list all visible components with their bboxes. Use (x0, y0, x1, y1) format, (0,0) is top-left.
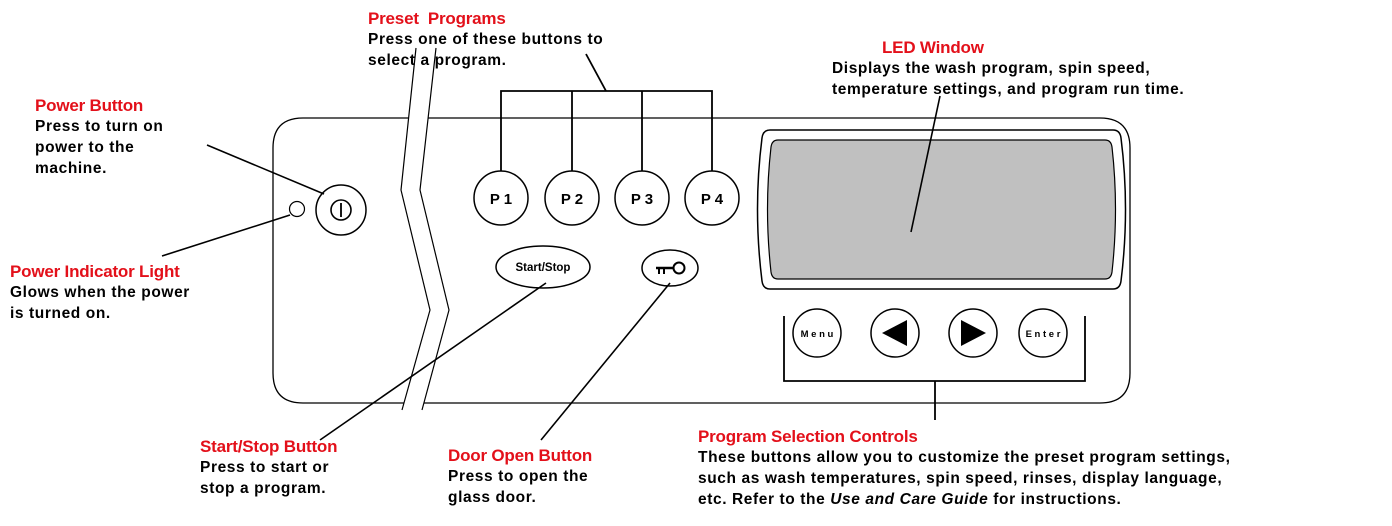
start-stop-label: Start/Stop (516, 262, 571, 274)
preset-programs-callout: Preset Programs Press one of these butto… (368, 8, 603, 71)
program-selection-line-3-post: for instructions. (988, 491, 1122, 508)
program-selection-line-3: etc. Refer to the Use and Care Guide for… (698, 489, 1231, 510)
start-stop-callout: Start/Stop Button Press to start or stop… (200, 436, 338, 499)
leader-door-open (540, 282, 671, 441)
use-and-care-guide-ref: Use and Care Guide (830, 491, 989, 508)
preset-programs-title: Preset Programs (368, 9, 506, 28)
led-window-line-1: Displays the wash program, spin speed, (832, 60, 1151, 77)
preset-programs-line-2: select a program. (368, 52, 507, 69)
preset-button-p1[interactable]: P 1 (473, 170, 529, 226)
led-window-title: LED Window (882, 38, 984, 57)
program-selection-bracket (783, 316, 1086, 420)
leader-power-light (161, 214, 291, 257)
power-button-line-2: power to the (35, 139, 135, 156)
power-light-callout: Power Indicator Light Glows when the pow… (10, 261, 190, 324)
right-arrow-button[interactable] (948, 308, 998, 358)
door-open-button[interactable] (641, 249, 699, 287)
door-open-line-2: glass door. (448, 489, 537, 506)
right-arrow-icon (961, 320, 986, 346)
program-selection-line-3-pre: etc. Refer to the (698, 491, 831, 508)
door-open-line-1: Press to open the (448, 468, 589, 485)
left-arrow-button[interactable] (870, 308, 920, 358)
power-button-callout: Power Button Press to turn on power to t… (35, 95, 163, 179)
leader-start-stop (319, 282, 547, 441)
door-open-callout: Door Open Button Press to open the glass… (448, 445, 592, 508)
led-window-line-2: temperature settings, and program run ti… (832, 81, 1185, 98)
power-button-title: Power Button (35, 96, 144, 115)
program-selection-callout: Program Selection Controls These buttons… (698, 426, 1231, 510)
power-button-line-1: Press to turn on (35, 118, 164, 135)
preset-button-p4[interactable]: P 4 (684, 170, 740, 226)
program-selection-title: Program Selection Controls (698, 427, 918, 446)
program-selection-line-2: such as wash temperatures, spin speed, r… (698, 470, 1223, 487)
leader-power-button (206, 144, 325, 195)
power-light-line-1: Glows when the power (10, 284, 190, 301)
start-stop-line-1: Press to start or (200, 459, 330, 476)
led-window (756, 129, 1127, 290)
enter-button[interactable]: E n t e r (1018, 308, 1068, 358)
p2-label: P 2 (561, 191, 583, 208)
leader-lines (161, 95, 941, 441)
power-indicator-light (288, 200, 306, 218)
power-button[interactable] (315, 184, 367, 236)
led-window-callout: LED Window Displays the wash program, sp… (832, 37, 1184, 100)
power-button-line-3: machine. (35, 160, 107, 177)
p3-label: P 3 (631, 191, 653, 208)
preset-button-p2[interactable]: P 2 (544, 170, 600, 226)
preset-programs-line-1: Press one of these buttons to (368, 31, 604, 48)
door-open-title: Door Open Button (448, 446, 593, 465)
start-stop-line-2: stop a program. (200, 480, 327, 497)
start-stop-button[interactable]: Start/Stop (495, 245, 591, 289)
power-icon (330, 199, 352, 221)
preset-button-p3[interactable]: P 3 (614, 170, 670, 226)
start-stop-title: Start/Stop Button (200, 437, 338, 456)
leader-led-window (910, 95, 941, 233)
left-arrow-icon (882, 320, 907, 346)
power-light-line-2: is turned on. (10, 305, 111, 322)
power-light-title: Power Indicator Light (10, 262, 180, 281)
key-icon (656, 261, 686, 275)
enter-label: E n t e r (1026, 329, 1061, 340)
p1-label: P 1 (490, 191, 512, 208)
menu-label: M e n u (801, 329, 834, 340)
p4-label: P 4 (701, 191, 724, 208)
program-selection-line-1: These buttons allow you to customize the… (698, 449, 1231, 466)
menu-button[interactable]: M e n u (792, 308, 842, 358)
